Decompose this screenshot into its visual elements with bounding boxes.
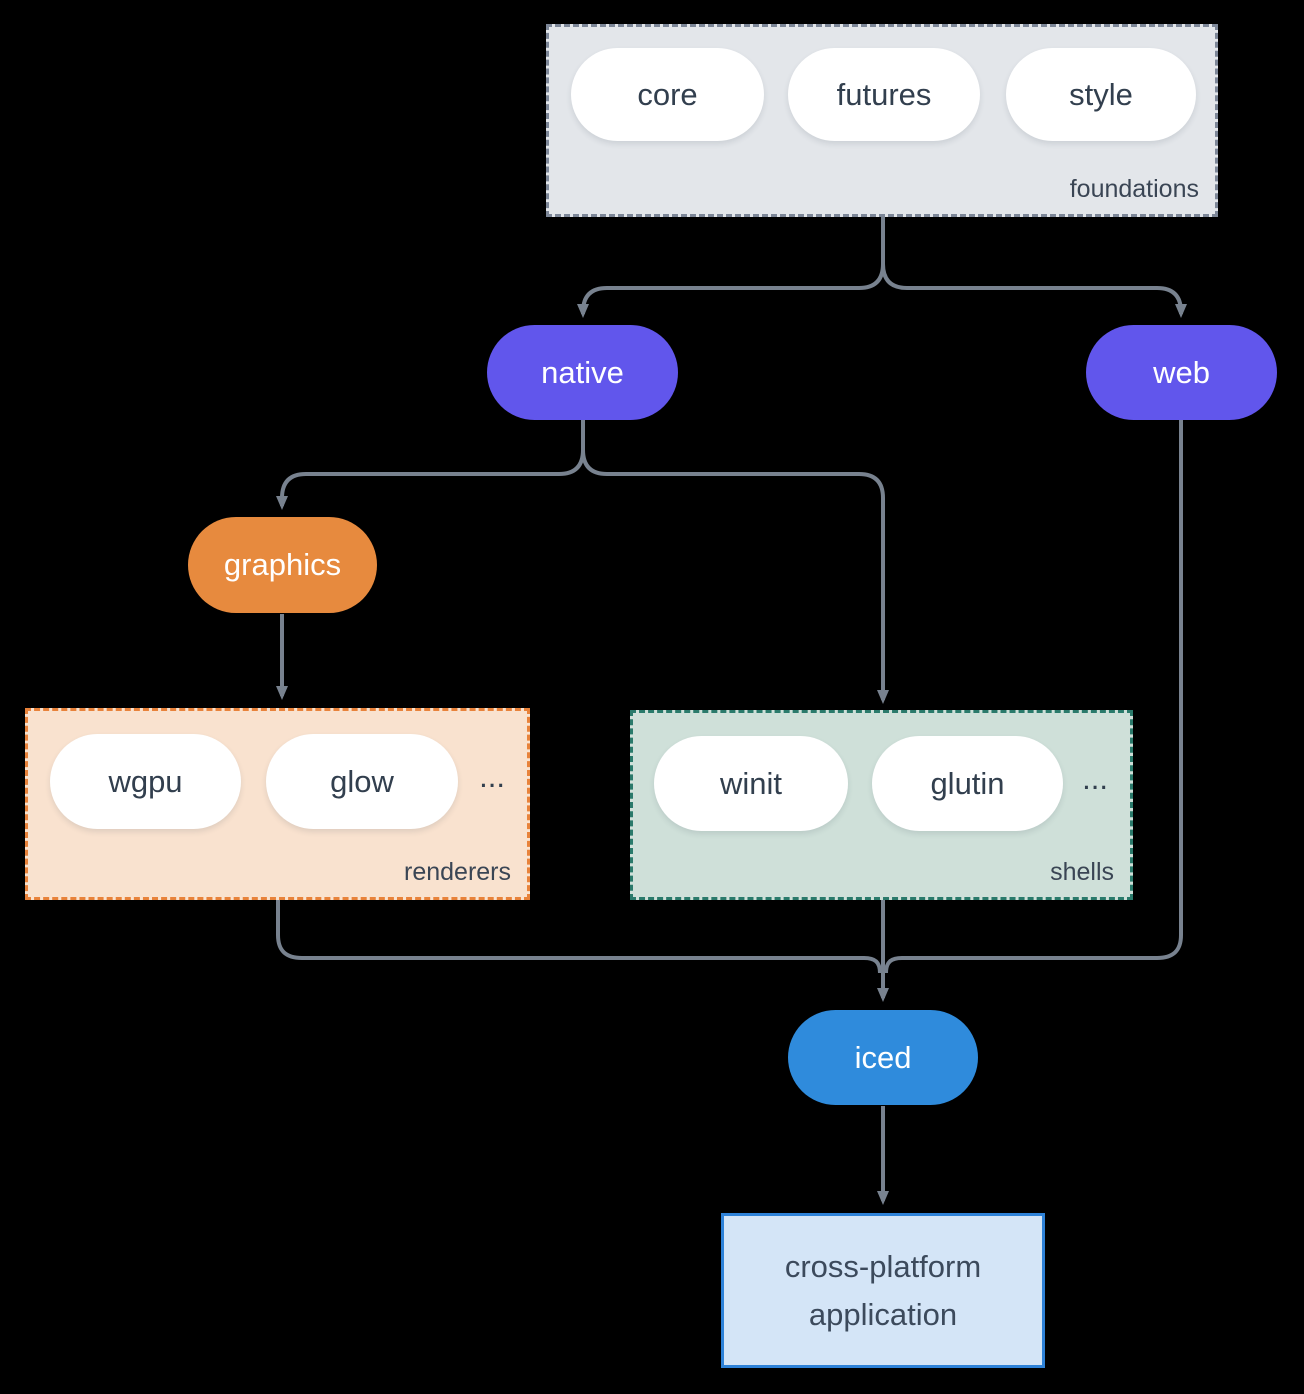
group-foundations-label: foundations: [1069, 175, 1199, 203]
pill-glutin: glutin: [872, 736, 1063, 831]
pill-winit: winit: [654, 736, 848, 831]
group-foundations: core futures style foundations: [546, 24, 1218, 217]
edge-native-shells: [581, 420, 889, 704]
group-shells-label: shells: [1050, 858, 1114, 886]
group-shells: winit glutin ... shells: [630, 710, 1133, 900]
application-label-line1: cross-platform: [784, 1248, 982, 1284]
pill-style: style: [1006, 48, 1196, 141]
shells-ellipsis: ...: [1082, 761, 1108, 796]
node-graphics: graphics: [188, 517, 377, 613]
pill-core: core: [571, 48, 764, 141]
application-box: cross-platform application: [721, 1213, 1045, 1368]
group-renderers-label: renderers: [404, 858, 511, 886]
node-native: native: [487, 325, 678, 420]
application-label-line2: application: [808, 1296, 958, 1332]
node-web: web: [1086, 325, 1277, 420]
edge-renderers-merge: [276, 900, 882, 974]
edge-foundations-web: [881, 217, 1187, 318]
pill-wgpu: wgpu: [50, 734, 241, 829]
edge-foundations-native: [577, 217, 885, 318]
pill-futures: futures: [788, 48, 980, 141]
pill-glow: glow: [266, 734, 458, 829]
group-renderers: wgpu glow ... renderers: [25, 708, 530, 900]
renderers-ellipsis: ...: [479, 759, 505, 794]
node-iced: iced: [788, 1010, 978, 1105]
edge-web-merge: [884, 420, 1183, 974]
edge-native-graphics: [276, 420, 585, 510]
